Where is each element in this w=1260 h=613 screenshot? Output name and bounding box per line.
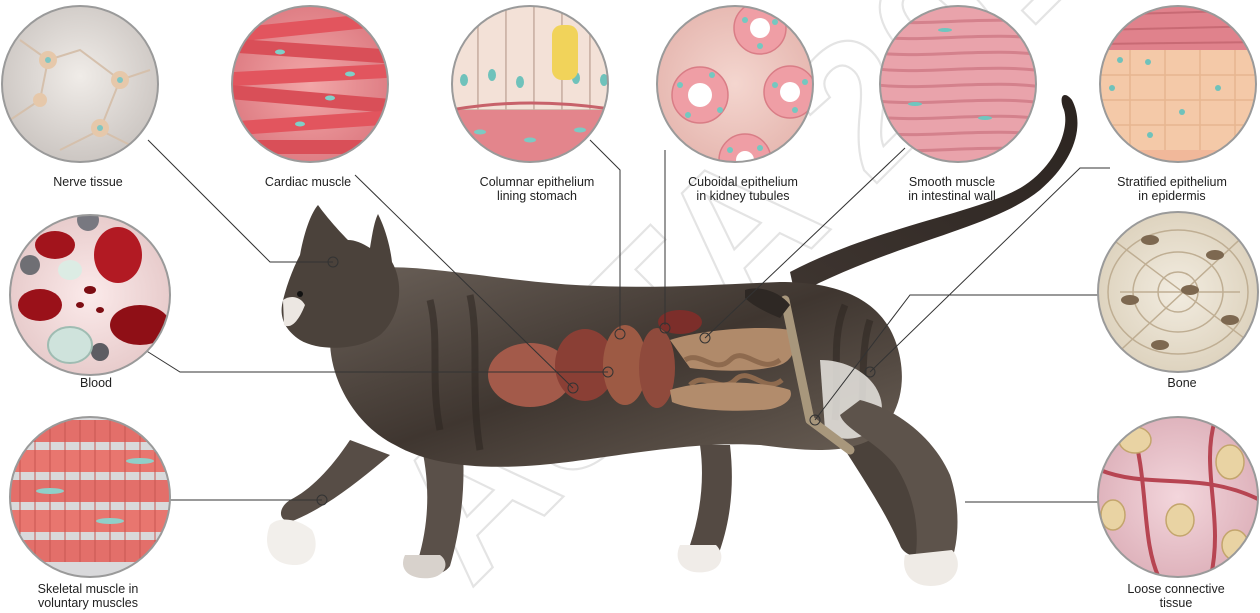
cardiac-muscle-circle (225, 6, 396, 162)
blood-circle (10, 209, 170, 375)
bone-circle (1098, 212, 1260, 372)
loose-connective-circle (1098, 417, 1260, 580)
columnar-epithelium-circle (440, 0, 630, 170)
label-cardiac-muscle: Cardiac muscle (265, 175, 351, 189)
label-bone: Bone (1167, 376, 1196, 390)
label-nerve-tissue: Nerve tissue (53, 175, 122, 189)
nerve-tissue-circle (2, 6, 158, 162)
cat-head (282, 205, 400, 348)
stratified-epithelium-circle (1095, 0, 1260, 170)
skeletal-muscle-circle (0, 417, 180, 577)
label-blood: Blood (80, 376, 112, 390)
